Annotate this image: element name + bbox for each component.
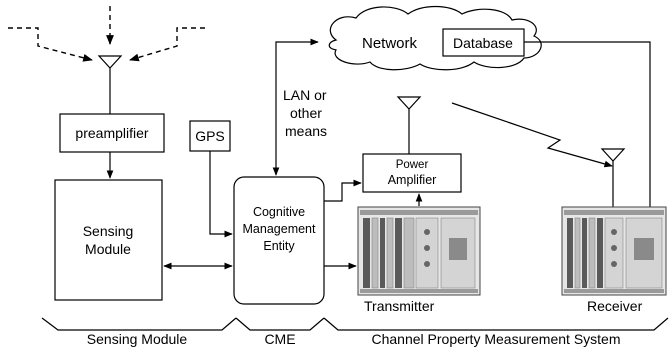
cme-box bbox=[233, 176, 325, 305]
power-amplifier-label-2: Amplifier bbox=[388, 173, 437, 187]
sensing-module-box bbox=[54, 179, 163, 301]
transmitter-rack-icon bbox=[357, 206, 481, 296]
database-box bbox=[442, 28, 525, 57]
receiver-label: Receiver bbox=[587, 298, 643, 314]
section-sensing-module: Sensing Module bbox=[87, 331, 188, 347]
gps-to-cme-link bbox=[209, 151, 233, 238]
cme-box-label-3: Entity bbox=[263, 239, 295, 253]
power-amplifier-box bbox=[362, 153, 462, 193]
transmitter-label: Transmitter bbox=[364, 298, 435, 314]
network-label: Network bbox=[362, 35, 418, 52]
lan-label-3: means bbox=[285, 123, 327, 139]
sensing-antenna-icon bbox=[97, 55, 123, 114]
sensing-module-box-label-2: Module bbox=[85, 241, 131, 257]
incoming-signals bbox=[8, 6, 205, 62]
preamplifier-label: preamplifier bbox=[75, 125, 148, 141]
cme-box-label-1: Cognitive bbox=[253, 205, 305, 219]
receiver-rack-icon bbox=[561, 206, 667, 296]
power-amplifier-label-1: Power bbox=[396, 159, 429, 171]
section-brackets bbox=[41, 317, 669, 331]
cme-box-label-2: Management bbox=[243, 222, 316, 236]
lan-label-1: LAN or bbox=[283, 87, 327, 103]
radio-link-icon bbox=[451, 102, 613, 168]
transmitter-antenna-icon bbox=[396, 96, 422, 154]
gps-label: GPS bbox=[195, 128, 225, 144]
section-cme: CME bbox=[264, 331, 295, 347]
sensing-module-box-label-1: Sensing bbox=[83, 223, 134, 239]
database-label: Database bbox=[453, 35, 513, 51]
receiver-antenna-icon bbox=[600, 148, 626, 207]
cme-to-power-amplifier-link bbox=[324, 179, 362, 202]
lan-label-2: other bbox=[290, 105, 322, 121]
cme-network-link bbox=[272, 38, 319, 176]
database-to-receiver-link bbox=[524, 41, 654, 233]
gps-box bbox=[189, 120, 231, 152]
section-channel-property: Channel Property Measurement System bbox=[372, 331, 621, 347]
preamplifier-box bbox=[59, 113, 165, 153]
